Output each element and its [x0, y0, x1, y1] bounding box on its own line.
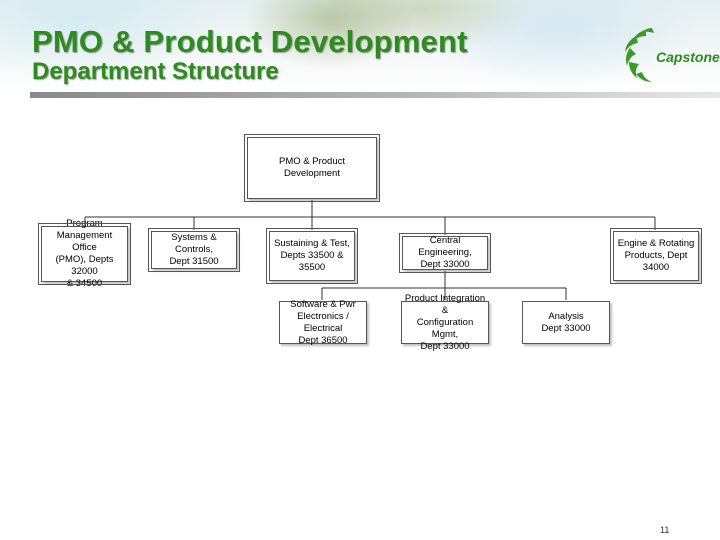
org-box-label: PMO & Product Development — [279, 156, 345, 179]
org-box-sustaining-test: Sustaining & Test, Depts 33500 & 35500 — [266, 228, 358, 284]
org-box-software-power-electronics: Software & Pwr Electronics / Electrical … — [279, 298, 367, 346]
org-box-product-integration: Product Integration & Configuration Mgmt… — [401, 293, 489, 352]
slide-title: PMO & Product Development — [32, 24, 468, 59]
org-box-systems-controls: Systems & Controls, Dept 31500 — [148, 228, 240, 272]
org-box-label: Central Engineering, Dept 33000 — [418, 235, 472, 270]
org-box-label: Systems & Controls, Dept 31500 — [169, 232, 219, 267]
header-divider — [30, 92, 720, 98]
org-box-label: Software & Pwr Electronics / Electrical … — [290, 298, 356, 346]
org-box-label: Analysis Dept 33000 — [541, 310, 591, 334]
org-box-analysis: Analysis Dept 33000 — [522, 301, 610, 344]
org-box-label: Program Management Office (PMO), Depts 3… — [55, 218, 114, 289]
org-box-program-management-office: Program Management Office (PMO), Depts 3… — [38, 218, 131, 289]
org-box-pmo-product-development: PMO & Product Development — [244, 134, 380, 202]
org-box-label: Engine & Rotating Products, Dept 34000 — [617, 238, 695, 273]
header-banner — [0, 0, 720, 92]
slide-subtitle: Department Structure — [32, 58, 279, 85]
org-box-label: Sustaining & Test, Depts 33500 & 35500 — [274, 238, 350, 273]
capstone-logo-icon — [625, 28, 654, 82]
org-box-label: Product Integration & Configuration Mgmt… — [404, 292, 486, 352]
logo-wordmark: Capstone — [656, 49, 720, 65]
page-number: 11 — [660, 525, 670, 535]
org-box-central-engineering: Central Engineering, Dept 33000 — [399, 233, 491, 273]
org-box-engine-rotating-products: Engine & Rotating Products, Dept 34000 — [610, 228, 702, 284]
